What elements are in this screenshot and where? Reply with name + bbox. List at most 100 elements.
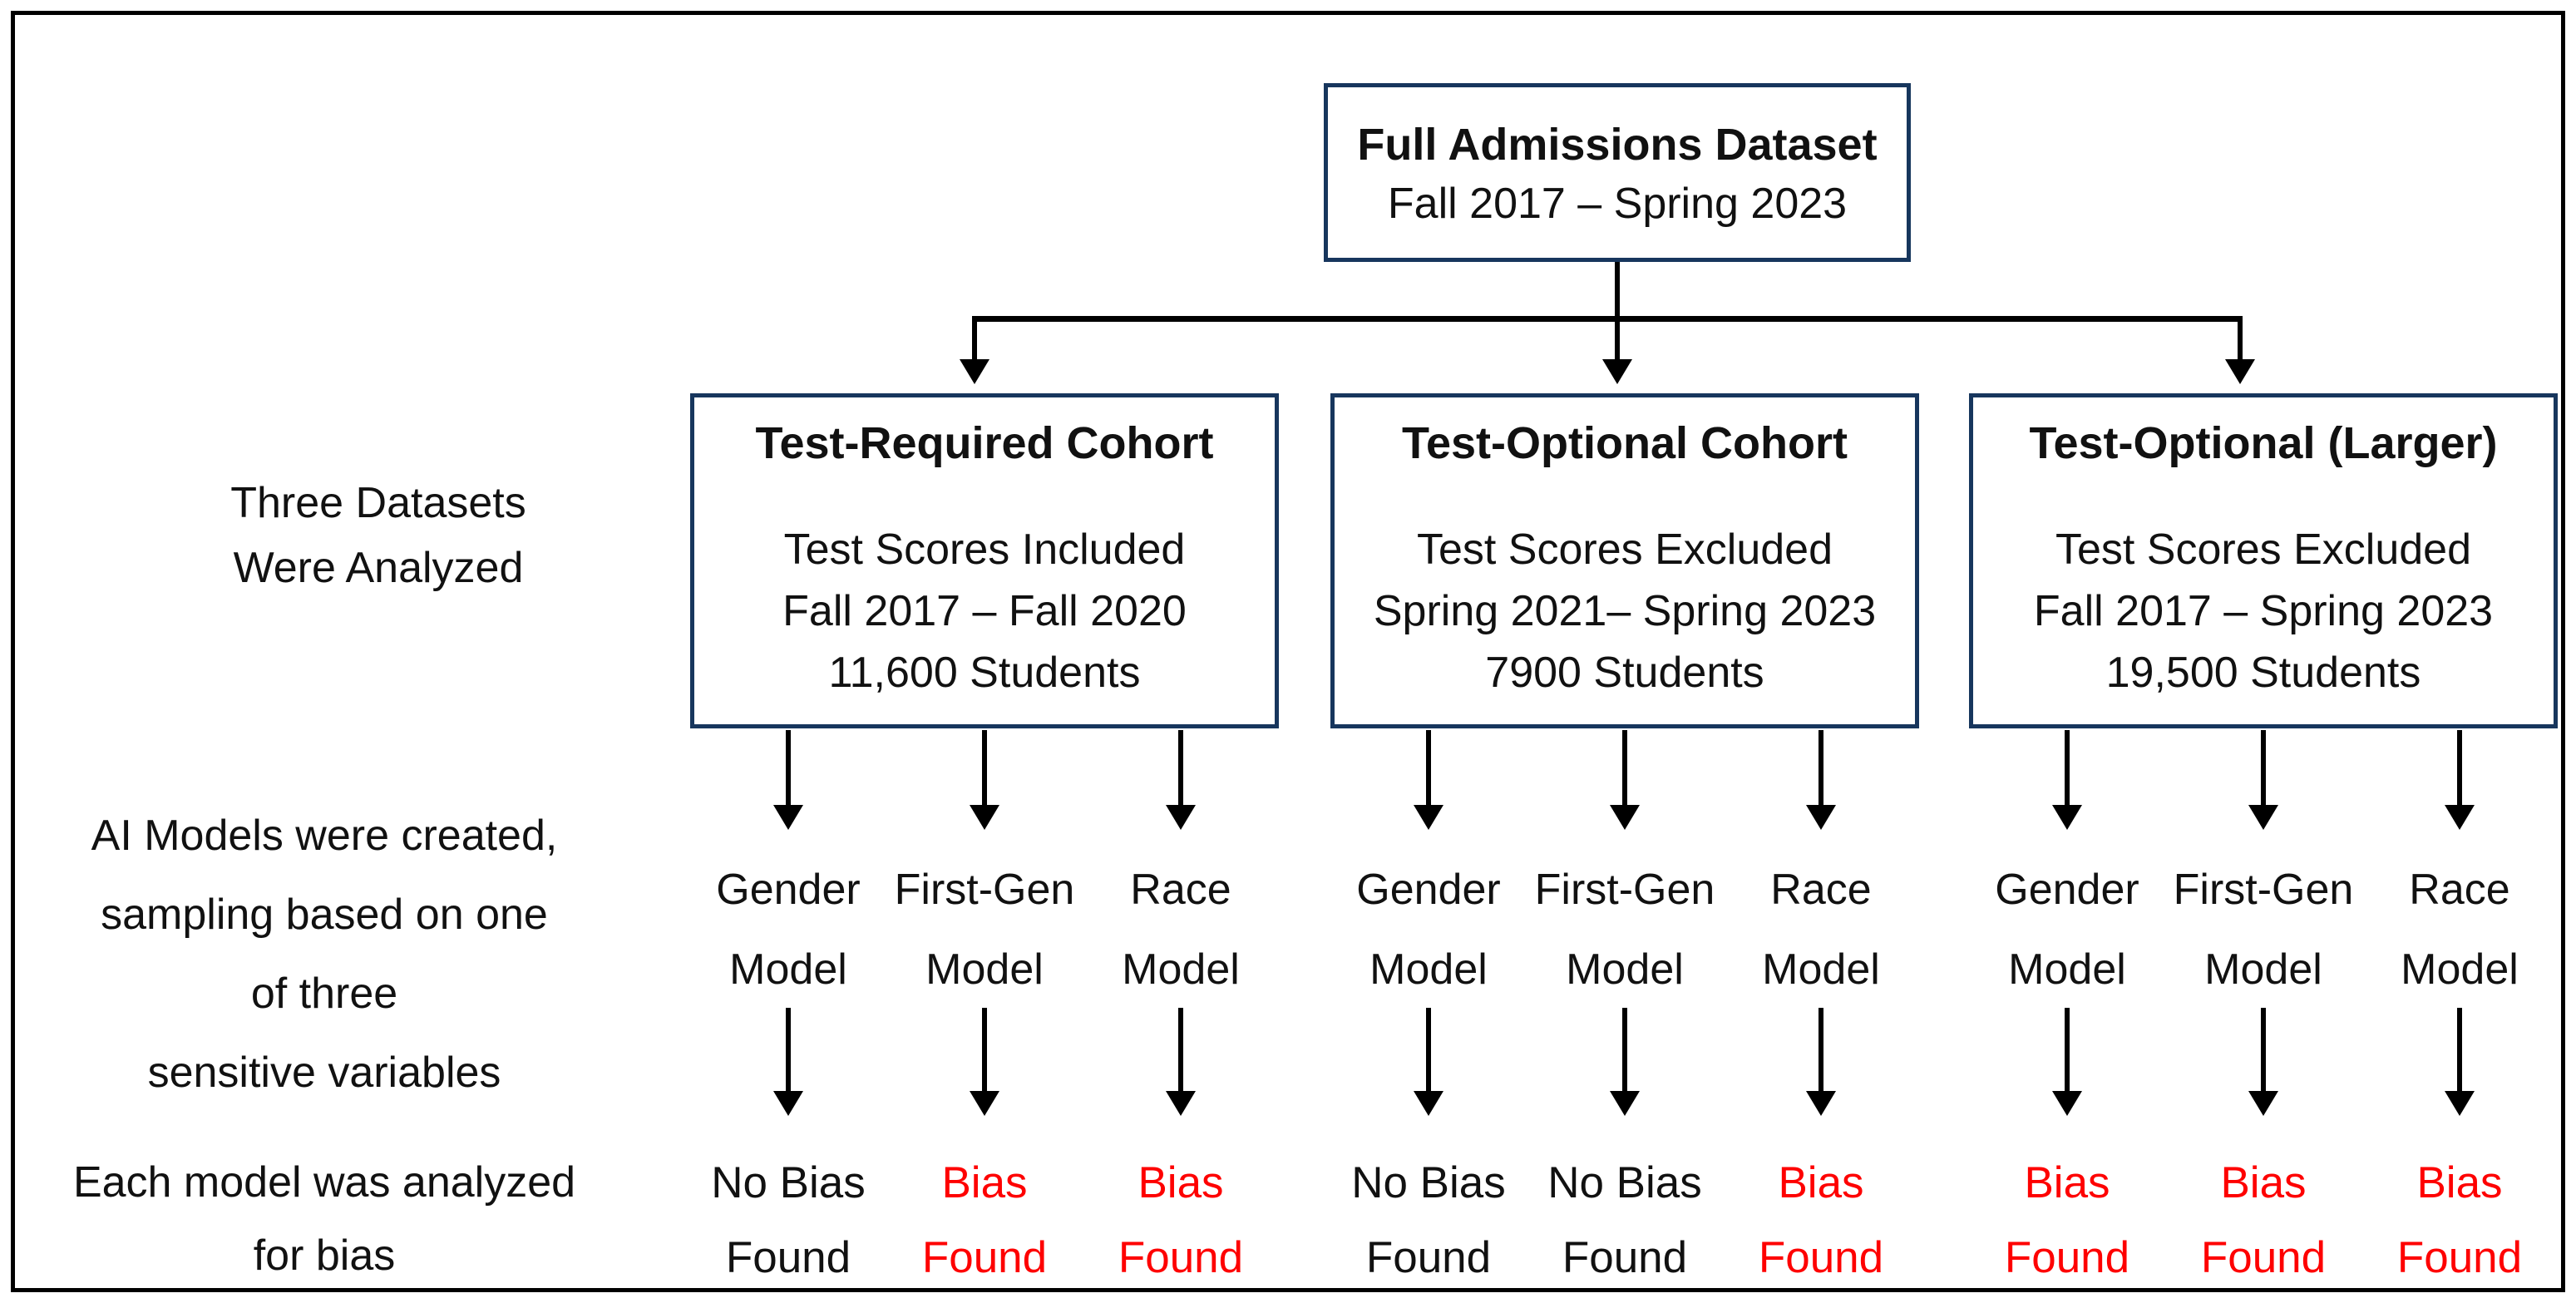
root-connector-line: [1615, 262, 1620, 318]
arrow-c3-firstgen-result: [2261, 1008, 2266, 1091]
result-line: Found: [921, 1233, 1048, 1282]
result-line: No Bias: [1547, 1158, 1702, 1207]
model-label-line: Model: [1566, 945, 1684, 994]
model-label-c3-firstgen: First-Gen Model: [2155, 850, 2371, 1009]
root-dataset-subtitle: Fall 2017 – Spring 2023: [1387, 179, 1848, 228]
arrow-c3-gender-model: [2065, 730, 2070, 805]
arrow-c2-gender-model: [1426, 730, 1431, 805]
arrow-c1-firstgen-result: [982, 1008, 987, 1091]
result-line: Bias: [2416, 1158, 2503, 1207]
arrow-c1-firstgen-model: [982, 730, 987, 805]
side-label-datasets-line2: Were Analyzed: [233, 544, 524, 592]
result-c3-gender: Bias Found: [1959, 1146, 2175, 1296]
result-c3-race: Bias Found: [2351, 1146, 2568, 1296]
model-label-c2-gender: Gender Model: [1320, 850, 1537, 1009]
outer-frame: [11, 11, 2565, 1292]
model-label-c1-firstgen: First-Gen Model: [876, 850, 1093, 1009]
result-line: Bias: [1137, 1158, 1224, 1207]
distribution-line: [972, 316, 2243, 322]
result-c2-firstgen: No Bias Found: [1517, 1146, 1733, 1296]
model-label-c1-gender: Gender Model: [680, 850, 896, 1009]
cohort-2-body-line1: Test Scores Excluded: [1416, 526, 1833, 574]
arrow-c2-race-result: [1818, 1008, 1823, 1091]
cohort-box-test-optional-larger: Test-Optional (Larger) Test Scores Exclu…: [1969, 393, 2558, 728]
side-label-bias: Each model was analyzed for bias: [58, 1146, 590, 1292]
model-label-line: Model: [2401, 945, 2519, 994]
model-label-line: Model: [1122, 945, 1240, 994]
result-line: Found: [725, 1233, 851, 1282]
arrow-c3-race-result: [2457, 1008, 2462, 1091]
result-c1-race: Bias Found: [1073, 1146, 1289, 1296]
root-dataset-box: Full Admissions Dataset Fall 2017 – Spri…: [1324, 83, 1911, 262]
result-line: Found: [2200, 1233, 2327, 1282]
result-line: No Bias: [1351, 1158, 1506, 1207]
arrow-c2-race-model: [1818, 730, 1823, 805]
model-label-c2-race: Race Model: [1713, 850, 1929, 1009]
cohort-2-body-line2: Spring 2021– Spring 2023: [1373, 587, 1877, 635]
side-label-bias-line1: Each model was analyzed: [72, 1158, 576, 1207]
model-label-line: Model: [2008, 945, 2126, 994]
model-label-c1-race: Race Model: [1073, 850, 1289, 1009]
model-label-line: Race: [2409, 866, 2510, 914]
result-line: No Bias: [711, 1158, 866, 1207]
result-line: Found: [2004, 1233, 2130, 1282]
model-label-line: Gender: [716, 866, 861, 914]
result-line: Found: [1758, 1233, 1884, 1282]
model-label-line: Model: [1369, 945, 1488, 994]
result-line: Found: [2396, 1233, 2523, 1282]
model-label-line: Gender: [1356, 866, 1501, 914]
side-label-bias-line2: for bias: [253, 1231, 396, 1280]
arrow-c2-gender-result: [1426, 1008, 1431, 1091]
result-line: Bias: [941, 1158, 1028, 1207]
arrow-c2-firstgen-result: [1622, 1008, 1627, 1091]
result-c2-race: Bias Found: [1713, 1146, 1929, 1296]
cohort-2-body-line3: 7900 Students: [1485, 649, 1764, 697]
arrow-to-cohort-1: [972, 322, 977, 359]
side-label-models-line2: sampling based on one: [101, 891, 548, 939]
arrow-c1-gender-result: [786, 1008, 791, 1091]
side-label-datasets: Three Datasets Were Analyzed: [112, 471, 644, 600]
model-label-c3-gender: Gender Model: [1959, 850, 2175, 1009]
result-c3-firstgen: Bias Found: [2155, 1146, 2371, 1296]
model-label-line: Race: [1130, 866, 1231, 914]
result-line: Found: [1118, 1233, 1244, 1282]
cohort-1-body-line1: Test Scores Included: [783, 526, 1186, 574]
cohort-box-test-optional: Test-Optional Cohort Test Scores Exclude…: [1330, 393, 1919, 728]
model-label-c2-firstgen: First-Gen Model: [1517, 850, 1733, 1009]
model-label-c3-race: Race Model: [2351, 850, 2568, 1009]
arrow-c3-race-model: [2457, 730, 2462, 805]
result-c2-gender: No Bias Found: [1320, 1146, 1537, 1296]
arrow-c2-firstgen-model: [1622, 730, 1627, 805]
arrow-c3-gender-result: [2065, 1008, 2070, 1091]
model-label-line: Model: [2204, 945, 2322, 994]
model-label-line: Gender: [1995, 866, 2139, 914]
result-line: Found: [1365, 1233, 1492, 1282]
cohort-2-body: Test Scores Excluded Spring 2021– Spring…: [1335, 519, 1915, 703]
arrow-to-cohort-2: [1615, 322, 1620, 359]
result-line: Bias: [2220, 1158, 2307, 1207]
arrow-to-cohort-3: [2238, 322, 2243, 359]
result-line: Found: [1562, 1233, 1688, 1282]
cohort-3-title: Test-Optional (Larger): [2029, 418, 2498, 468]
arrow-c1-race-result: [1178, 1008, 1183, 1091]
side-label-models-line3: of three: [250, 970, 398, 1018]
model-label-line: First-Gen: [1534, 866, 1715, 914]
result-line: Bias: [1778, 1158, 1864, 1207]
cohort-3-body-line3: 19,500 Students: [2105, 649, 2421, 697]
arrow-c1-race-model: [1178, 730, 1183, 805]
result-line: Bias: [2024, 1158, 2110, 1207]
model-label-line: Race: [1770, 866, 1872, 914]
cohort-1-body: Test Scores Included Fall 2017 – Fall 20…: [694, 519, 1275, 703]
model-label-line: Model: [925, 945, 1044, 994]
model-label-line: First-Gen: [2173, 866, 2354, 914]
result-c1-firstgen: Bias Found: [876, 1146, 1093, 1296]
cohort-3-body-line2: Fall 2017 – Spring 2023: [2033, 587, 2494, 635]
model-label-line: Model: [1762, 945, 1880, 994]
result-c1-gender: No Bias Found: [680, 1146, 896, 1296]
side-label-datasets-line1: Three Datasets: [230, 479, 526, 527]
arrow-c1-gender-model: [786, 730, 791, 805]
cohort-1-body-line2: Fall 2017 – Fall 2020: [782, 587, 1187, 635]
model-label-line: First-Gen: [894, 866, 1075, 914]
side-label-models-line1: AI Models were created,: [91, 812, 558, 860]
